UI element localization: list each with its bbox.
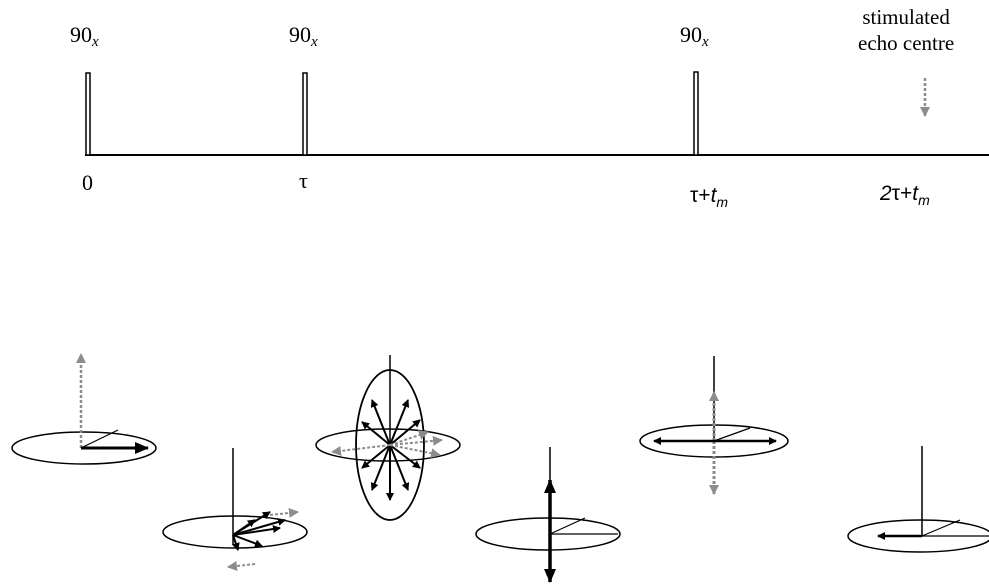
state-5-third-pulse — [639, 356, 789, 495]
pulse-label-1: 90x — [70, 22, 99, 50]
pulse-bar-1 — [85, 72, 91, 156]
time-label-2tau-plus-tm: 2τ+tm — [880, 182, 930, 208]
state-6-echo — [847, 446, 989, 553]
pulse-label-3: 90x — [680, 22, 709, 50]
pulse-label-2: 90x — [289, 22, 318, 50]
echo-label: stimulated echo centre — [858, 4, 954, 56]
pulse-bar-3 — [693, 71, 699, 156]
state-2-dephasing — [162, 448, 308, 571]
state-1-initial — [11, 353, 157, 465]
state-4-mixing — [475, 447, 621, 583]
pulse-bar-2 — [302, 72, 308, 156]
state-3-second-pulse — [315, 355, 461, 521]
echo-label-line2: echo centre — [858, 31, 955, 55]
echo-label-line1: stimulated — [862, 5, 950, 29]
time-label-0: 0 — [82, 170, 93, 195]
time-label-tau-plus-tm: τ+tm — [690, 184, 729, 210]
time-label-tau: τ — [299, 168, 308, 193]
